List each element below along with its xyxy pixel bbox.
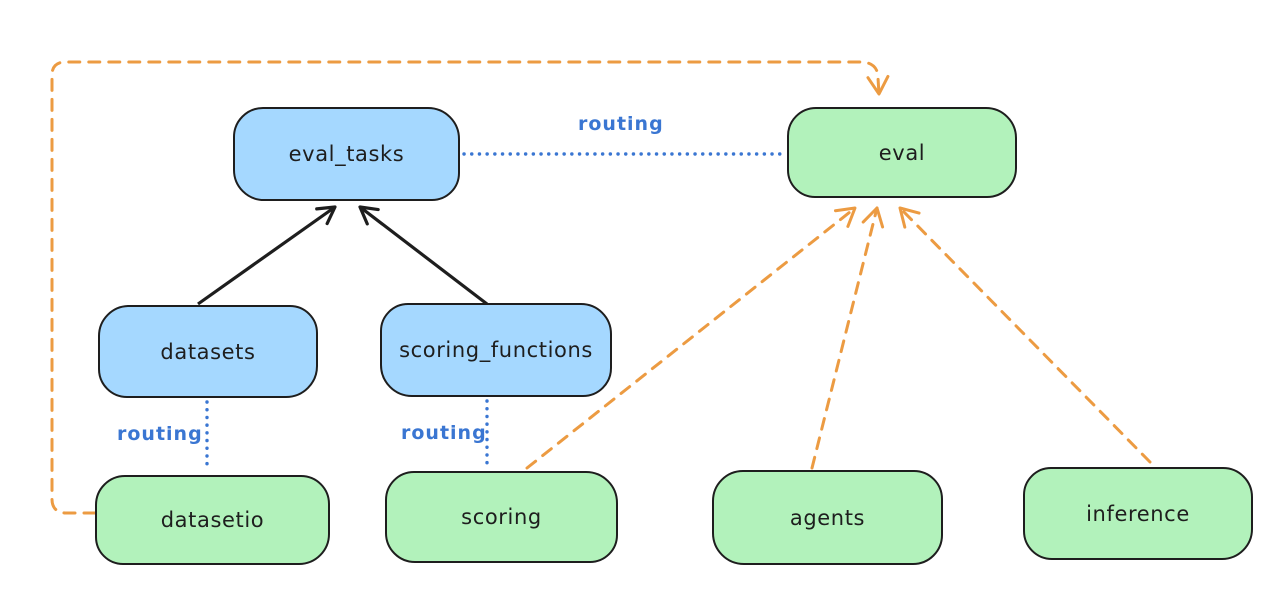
edge-inference-to-eval: [898, 206, 1152, 464]
node-agents: agents: [712, 470, 943, 565]
edge-datasets-to-eval-tasks: [197, 205, 337, 306]
routing-label-datasets-datasetio: routing: [117, 423, 203, 445]
node-scoring-functions-label: scoring_functions: [399, 338, 593, 362]
node-agents-label: agents: [789, 505, 866, 530]
routing-label-scoring-functions-scoring: routing: [401, 422, 487, 444]
node-datasetio: datasetio: [95, 475, 330, 565]
node-eval-tasks: eval_tasks: [233, 107, 460, 201]
node-inference: inference: [1023, 467, 1253, 560]
node-eval-tasks-label: eval_tasks: [288, 142, 405, 166]
node-datasetio-label: datasetio: [160, 508, 265, 532]
edge-scoring-to-eval: [525, 206, 857, 470]
node-inference-label: inference: [1086, 501, 1190, 526]
node-datasets: datasets: [98, 305, 318, 398]
routing-label-eval-tasks-eval: routing: [578, 113, 664, 135]
edge-agents-to-eval: [810, 206, 885, 470]
node-datasets-label: datasets: [160, 339, 256, 364]
node-scoring-label: scoring: [461, 505, 542, 529]
node-scoring-functions: scoring_functions: [380, 303, 612, 397]
node-scoring: scoring: [385, 471, 618, 563]
node-eval-label: eval: [878, 140, 926, 165]
edge-scoring-functions-to-eval-tasks: [358, 205, 488, 306]
node-eval: eval: [787, 107, 1017, 198]
edge-datasetio-to-eval-around: [50, 60, 890, 515]
